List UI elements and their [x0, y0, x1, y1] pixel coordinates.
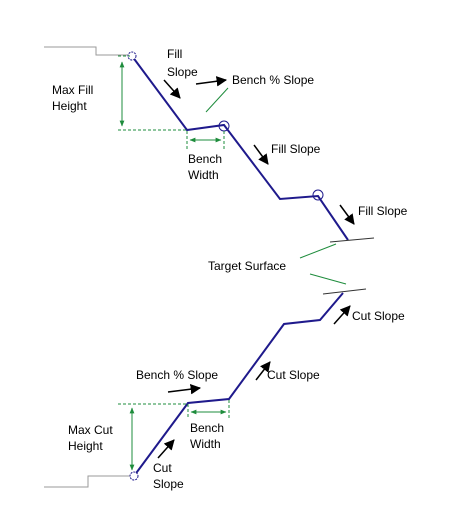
- cut-slope-middle-arrow: [255, 361, 271, 381]
- fill-slope-top-arrow: [163, 79, 181, 99]
- bench-slope-cut-label: Bench % Slope: [136, 368, 218, 382]
- target-surface-label: Target Surface: [208, 259, 286, 273]
- cut-slope-middle-label: Cut Slope: [267, 368, 320, 382]
- existing-ground-fill: [44, 46, 132, 56]
- fill-slope-top-label: Fill: [167, 47, 182, 61]
- max-fill-height-dimension: [118, 55, 186, 131]
- fill-slope-middle-label: Fill Slope: [271, 142, 321, 156]
- target-surface-leader-upper: [299, 243, 337, 259]
- target-surface-segment-upper: [329, 237, 375, 243]
- existing-ground-cut: [44, 475, 132, 488]
- bench-width-cut-label: Bench: [190, 421, 224, 435]
- hinge-point-icon: [129, 471, 139, 481]
- max-cut-height-dimension: [118, 403, 186, 471]
- cut-slope-upper-arrow: [333, 305, 351, 325]
- bench-slope-fill-arrow: [195, 76, 228, 87]
- cut-slope-bottom-label: Cut: [153, 461, 172, 475]
- bench-width-fill-dimension: [186, 131, 225, 151]
- bench-slope-fill-label: Bench % Slope: [232, 73, 314, 87]
- cut-slope-bottom-arrow: [157, 439, 175, 459]
- ground-line-bottom: [44, 475, 132, 488]
- fill-slope-top-label: Slope: [167, 65, 198, 79]
- fill-profile-line: [131, 55, 349, 241]
- bench-slope-fill-leader: [205, 87, 229, 113]
- fill-slope-middle-arrow: [253, 144, 269, 165]
- cut-profile-line: [133, 292, 344, 477]
- max-cut-height-label: Max Cut: [68, 423, 113, 437]
- bench-width-cut-label: Width: [190, 437, 221, 451]
- target-surface-leader-lower: [309, 273, 347, 285]
- fill-slope-lower-arrow: [339, 204, 355, 225]
- fill-slope-lower-label: Fill Slope: [358, 204, 408, 218]
- target-surface-segment-lower: [322, 288, 367, 295]
- cut-slope-bottom-label: Slope: [153, 477, 184, 491]
- max-fill-height-label: Max Fill: [52, 83, 93, 97]
- ground-line-top: [44, 46, 132, 56]
- bench-width-fill-label: Width: [188, 168, 219, 182]
- bench-width-fill-label: Bench: [188, 152, 222, 166]
- max-fill-height-label: Height: [52, 99, 87, 113]
- max-cut-height-label: Height: [68, 439, 103, 453]
- cut-slope-upper-label: Cut Slope: [352, 309, 405, 323]
- bench-width-cut-dimension: [187, 400, 230, 418]
- circle-marker-icon: [312, 189, 324, 201]
- bench-slope-cut-arrow: [167, 383, 202, 395]
